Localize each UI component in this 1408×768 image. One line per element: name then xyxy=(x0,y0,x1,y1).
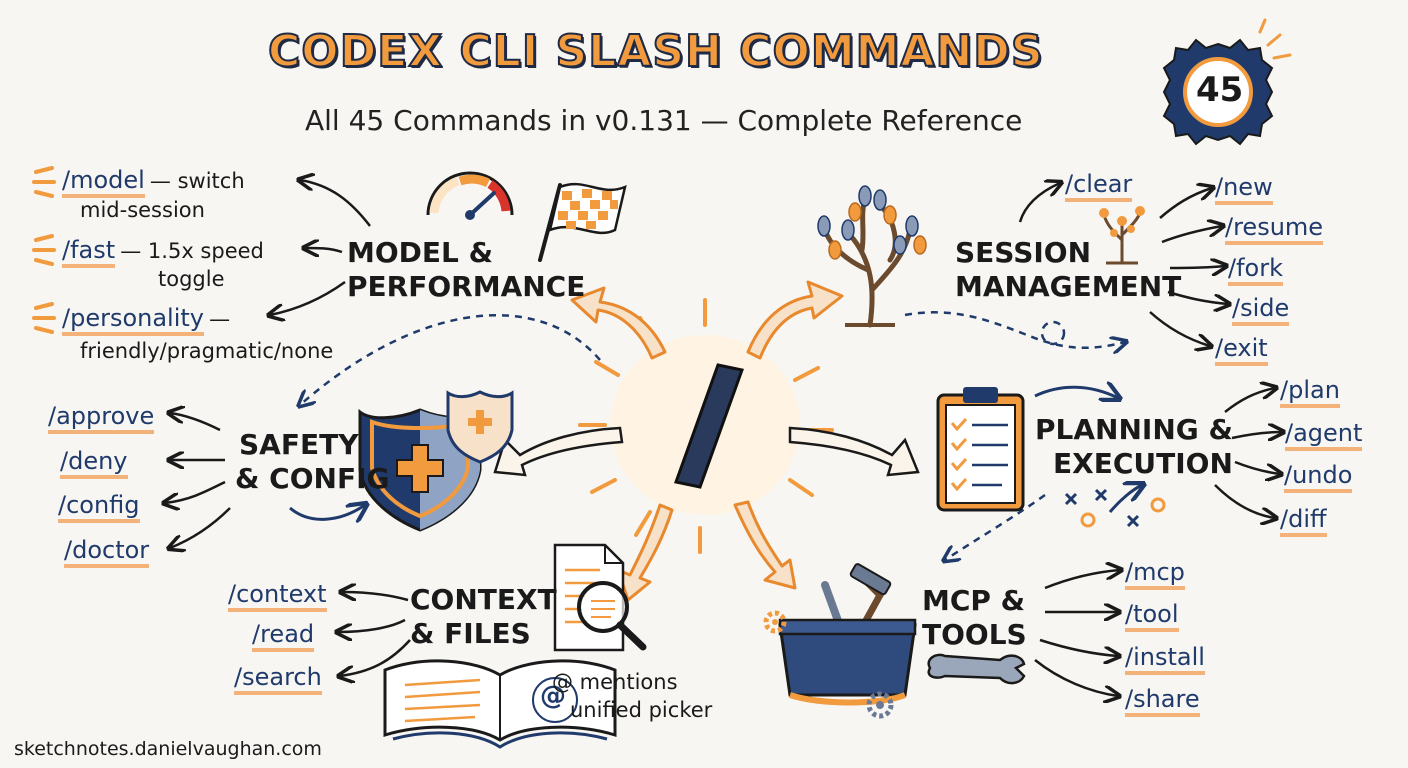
category-label-line1: CONTEXT xyxy=(410,583,557,616)
command-doctor[interactable]: /doctor xyxy=(64,536,150,568)
context-note-line2: unified picker xyxy=(570,698,713,722)
emphasis-marks xyxy=(32,166,56,334)
open-book-at-icon xyxy=(383,659,617,749)
gear-icon xyxy=(763,610,894,719)
category-model-performance: MODEL & PERFORMANCE xyxy=(347,236,585,304)
command-context[interactable]: /context xyxy=(228,580,327,612)
command-fast-desc: toggle xyxy=(158,267,225,291)
category-label-line2: EXECUTION xyxy=(1053,447,1233,480)
command-config[interactable]: /config xyxy=(58,491,140,523)
context-note-line1: @ mentions xyxy=(552,670,678,694)
badge-sparkles xyxy=(1258,18,1292,60)
accent-arrows xyxy=(289,387,1118,519)
command-undo[interactable]: /undo xyxy=(1284,461,1353,493)
command-fork[interactable]: /fork xyxy=(1228,254,1283,286)
command-resume[interactable]: /resume xyxy=(1225,213,1324,245)
main-arrows xyxy=(570,280,844,602)
command-side[interactable]: /side xyxy=(1232,294,1290,326)
clipboard-checklist-icon xyxy=(936,387,1025,512)
category-label-line2: & FILES xyxy=(410,617,531,650)
speedometer-icon xyxy=(426,171,514,220)
category-label-line1: MCP & xyxy=(922,584,1026,617)
command-install[interactable]: /install xyxy=(1125,643,1205,675)
category-label-line2: & CONFIG xyxy=(235,462,390,495)
dashed-links xyxy=(300,311,1125,560)
page-subtitle: All 45 Commands in v0.131 — Complete Ref… xyxy=(305,104,1023,137)
command-personality[interactable]: /personality — xyxy=(62,304,230,336)
tree-icon xyxy=(817,185,927,328)
command-personality-desc: friendly/pragmatic/none xyxy=(80,339,334,363)
shield-plus-icon xyxy=(358,390,514,532)
category-label-line2: TOOLS xyxy=(922,618,1027,651)
command-agent[interactable]: /agent xyxy=(1285,419,1363,451)
magnifier-document-icon xyxy=(553,543,647,652)
category-safety-config: SAFETY & CONFIG xyxy=(235,428,389,496)
at-symbol-icon: @ xyxy=(540,681,566,711)
badge-number: 45 xyxy=(1196,70,1244,110)
sprout-icon xyxy=(1099,206,1145,265)
play-diagram-icon xyxy=(1064,485,1166,528)
command-deny[interactable]: /deny xyxy=(60,447,128,479)
toolbox-icon xyxy=(778,563,917,706)
category-mcp-tools: MCP & TOOLS xyxy=(922,584,1027,652)
command-model[interactable]: /model — switch xyxy=(62,166,245,198)
category-label-line1: PLANNING & xyxy=(1035,413,1233,446)
command-exit[interactable]: /exit xyxy=(1215,334,1268,366)
command-approve[interactable]: /approve xyxy=(48,402,155,434)
category-label-line1: SAFETY xyxy=(239,428,359,461)
command-search[interactable]: /search xyxy=(234,663,322,695)
command-mcp[interactable]: /mcp xyxy=(1125,558,1185,590)
command-new[interactable]: /new xyxy=(1215,173,1273,205)
command-fast[interactable]: /fast — 1.5x speed xyxy=(62,236,264,268)
wrench-icon xyxy=(927,653,1026,685)
category-planning-execution: PLANNING & EXECUTION xyxy=(1035,413,1233,481)
command-read[interactable]: /read xyxy=(252,620,315,652)
page-title: CODEX CLI SLASH COMMANDS xyxy=(267,25,1044,78)
slash-glyph xyxy=(674,363,744,489)
command-clear[interactable]: /clear xyxy=(1065,170,1133,202)
command-plan[interactable]: /plan xyxy=(1280,376,1340,408)
category-label-line2: MANAGEMENT xyxy=(955,270,1182,303)
category-session-management: SESSION MANAGEMENT xyxy=(955,236,1181,304)
command-tool[interactable]: /tool xyxy=(1125,600,1179,632)
footer-credit[interactable]: sketchnotes.danielvaughan.com xyxy=(14,738,322,760)
command-share[interactable]: /share xyxy=(1125,685,1200,717)
checkered-flag-icon xyxy=(538,182,627,262)
ribbon-right xyxy=(788,426,920,477)
category-label-line1: SESSION xyxy=(955,236,1092,269)
command-arrows xyxy=(165,180,1282,696)
command-diff[interactable]: /diff xyxy=(1280,505,1327,537)
category-context-files: CONTEXT & FILES xyxy=(410,583,557,651)
category-label-line2: PERFORMANCE xyxy=(347,270,586,303)
command-model-desc: mid-session xyxy=(80,198,205,222)
category-label-line1: MODEL & xyxy=(347,236,494,269)
count-badge xyxy=(1162,38,1274,146)
ribbon-left xyxy=(493,426,624,477)
